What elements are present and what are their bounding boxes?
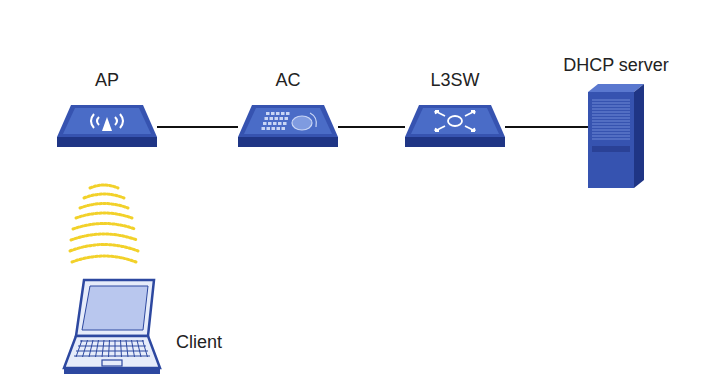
access-point-icon bbox=[57, 97, 157, 157]
network-device: AC bbox=[238, 70, 338, 157]
ethernet-link bbox=[338, 126, 405, 128]
controller-icon bbox=[238, 97, 338, 157]
server-icon bbox=[588, 84, 644, 190]
device-label: AC bbox=[275, 70, 300, 91]
network-device: AP bbox=[57, 70, 157, 157]
device-label: L3SW bbox=[430, 70, 479, 91]
ethernet-link bbox=[157, 126, 238, 128]
device-label: Client bbox=[176, 332, 222, 353]
device-label: DHCP server bbox=[563, 55, 669, 76]
laptop-icon bbox=[62, 278, 162, 380]
ethernet-link bbox=[505, 126, 588, 128]
network-device: Client bbox=[62, 278, 222, 380]
switch-icon bbox=[405, 97, 505, 157]
device-label: AP bbox=[95, 70, 119, 91]
network-device: L3SW bbox=[405, 70, 505, 157]
network-device: DHCP server bbox=[563, 55, 669, 190]
